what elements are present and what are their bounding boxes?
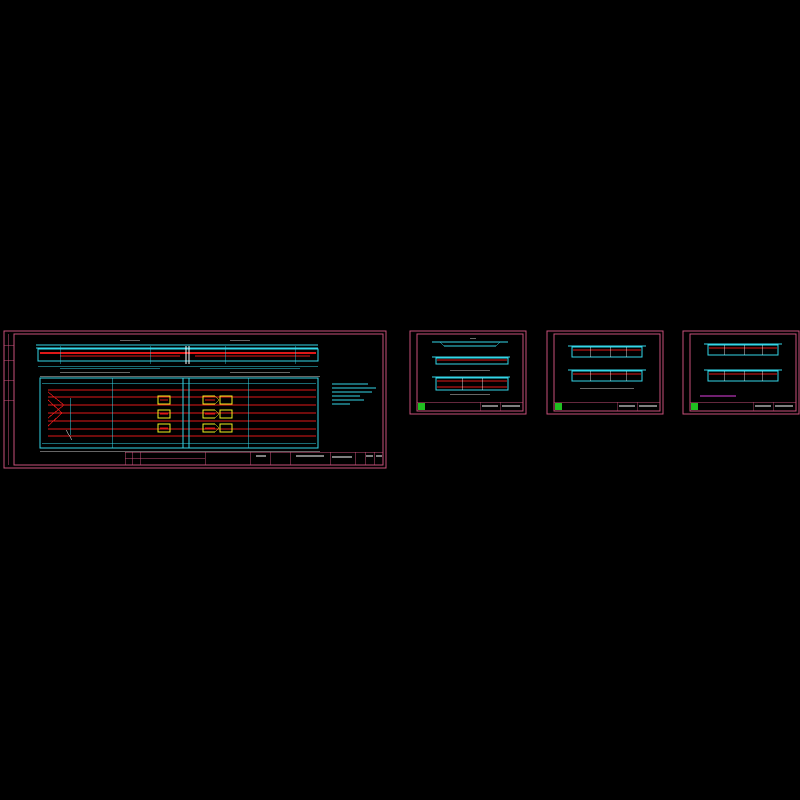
sheet-4-section-views bbox=[704, 343, 782, 382]
sheet-4-outer-border bbox=[682, 330, 800, 415]
sheet-3-rebar-lines bbox=[573, 349, 641, 375]
sheet-1-outer-border bbox=[3, 330, 387, 469]
sheet-1-anchor-detail bbox=[160, 399, 215, 429]
drawing-sheet-3[interactable] bbox=[546, 330, 664, 415]
sheet-1-elevation-view bbox=[36, 339, 319, 373]
sheet-3-section-views bbox=[568, 345, 646, 382]
sheet-1-binding-strip bbox=[4, 334, 14, 465]
sheet-4-title-block bbox=[689, 401, 797, 412]
sheet-1-notes-block bbox=[332, 383, 376, 405]
sheet-3-outer-border bbox=[546, 330, 664, 415]
sheet-4-inner-border bbox=[689, 333, 797, 412]
sheet-1-title-text bbox=[256, 455, 382, 458]
sheet-3-inner-border bbox=[553, 333, 661, 412]
sheet-2-outer-border bbox=[409, 330, 527, 415]
sheet-3-title-block bbox=[553, 401, 661, 412]
sheet-2-title-block bbox=[416, 401, 524, 412]
sheet-1-title-block bbox=[124, 451, 384, 466]
sheet-1-plan-view bbox=[39, 375, 320, 452]
sheet-1-anchor-blocks bbox=[157, 395, 233, 433]
sheet-4-rebar-lines bbox=[709, 347, 777, 375]
sheet-4-dims bbox=[723, 345, 763, 381]
drawing-sheet-4[interactable] bbox=[682, 330, 800, 415]
drawing-sheet-2[interactable] bbox=[409, 330, 527, 415]
sheet-2-inner-border bbox=[416, 333, 524, 412]
sheet-2-rebar-lines bbox=[437, 359, 507, 388]
sheet-3-dims bbox=[580, 347, 634, 389]
drawing-sheet-1[interactable] bbox=[3, 330, 387, 469]
sheet-2-dims bbox=[450, 337, 490, 395]
sheet-2-section-views bbox=[432, 341, 510, 391]
